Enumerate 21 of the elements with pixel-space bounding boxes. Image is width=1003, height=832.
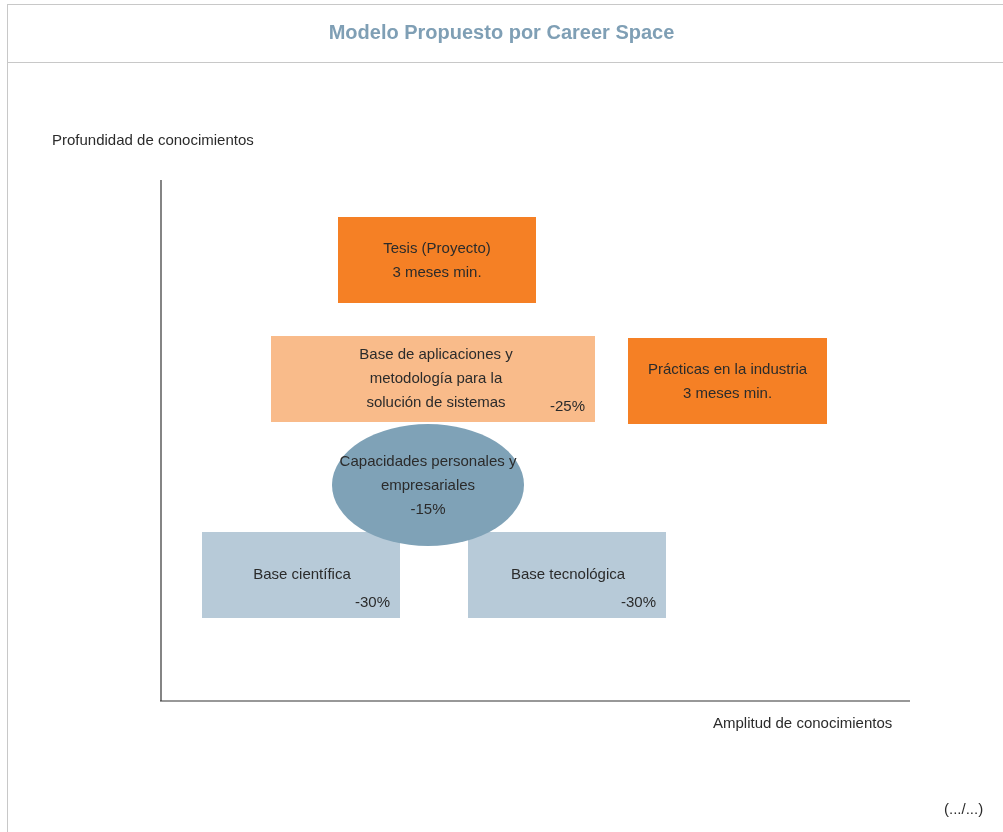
- box-label: Capacidades personales y empresariales: [338, 451, 518, 495]
- axis-title: Amplitud de conocimientos: [713, 714, 893, 731]
- box: [468, 532, 666, 618]
- box-label: Tesis (Proyecto): [382, 238, 492, 258]
- axis-title: Profundidad de conocimientos: [52, 131, 254, 148]
- percentage-label: -25%: [549, 396, 585, 416]
- box-label: Base tecnológica: [509, 564, 627, 584]
- percentage-label: -30%: [354, 592, 390, 612]
- box: [338, 217, 536, 303]
- percentage-label: -15%: [409, 499, 447, 519]
- continuation-note: (.../...): [944, 800, 984, 817]
- percentage-label: -30%: [620, 592, 656, 612]
- duration-label: 3 meses min.: [681, 383, 774, 403]
- box-label: Prácticas en la industria: [646, 359, 809, 379]
- title: Modelo Propuesto por Career Space: [328, 21, 675, 43]
- box: [202, 532, 400, 618]
- box: [271, 336, 595, 422]
- duration-label: 3 meses min.: [391, 262, 483, 282]
- box: [628, 338, 827, 424]
- box-label: Base científica: [252, 564, 352, 584]
- box-label: Base de aplicaciones y metodología para la solución de sistemas: [358, 344, 514, 412]
